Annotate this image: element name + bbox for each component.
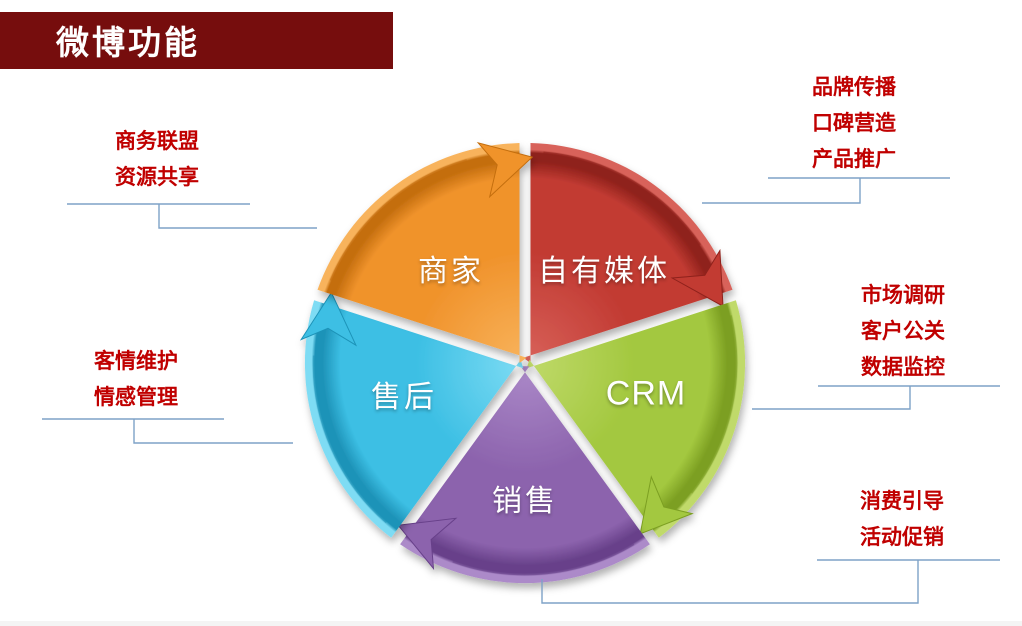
- callout-alliance: 商务联盟 资源共享: [115, 124, 199, 196]
- callout-line: 市场调研: [861, 284, 945, 307]
- callout-line: 客户公关: [861, 320, 945, 343]
- segment-label-crm: CRM: [605, 374, 687, 413]
- segment-arrow-merchant: [476, 142, 534, 199]
- title-banner: 微博功能: [0, 12, 393, 69]
- callout-line: 商务联盟: [115, 130, 199, 153]
- segment-label-sales: 销售: [492, 485, 558, 518]
- segment-arrow-own-media: [670, 248, 724, 308]
- callout-brand: 品牌传播 口碑营造 产品推广: [812, 70, 896, 178]
- callout-line: 情感管理: [94, 386, 178, 409]
- callout-line: 消费引导: [860, 490, 944, 513]
- bottom-strip: [0, 621, 1022, 626]
- callout-line: 活动促销: [860, 526, 944, 549]
- callout-line: 产品推广: [812, 148, 896, 171]
- page-title: 微博功能: [56, 23, 200, 61]
- segment-label-after-sales: 售后: [371, 381, 437, 414]
- callout-line: 数据监控: [861, 356, 945, 379]
- segment-label-merchant: 商家: [418, 255, 484, 288]
- callout-line: 品牌传播: [812, 76, 896, 99]
- callout-care: 客情维护 情感管理: [94, 344, 178, 416]
- connector-consume: [541, 560, 919, 604]
- segment-crm: [526, 300, 746, 538]
- segment-arrow-sales: [397, 517, 458, 571]
- segment-own-media: [523, 143, 733, 363]
- connector-care: [133, 419, 293, 444]
- segment-merchant: [317, 142, 534, 363]
- callout-line: 资源共享: [115, 166, 199, 189]
- connector-brand: [702, 178, 861, 204]
- callout-line: 口碑营造: [812, 112, 896, 135]
- callout-market: 市场调研 客户公关 数据监控: [861, 278, 945, 386]
- connector-market: [752, 386, 911, 410]
- segment-after-sales: [299, 291, 524, 538]
- callout-consume: 消费引导 活动促销: [860, 484, 944, 556]
- segment-sales: [397, 366, 650, 584]
- callout-line: 客情维护: [94, 350, 178, 373]
- connector-alliance: [158, 204, 317, 229]
- segment-label-own-media: 自有媒体: [538, 255, 670, 288]
- segment-arrow-crm: [639, 475, 694, 535]
- segment-arrow-after-sales: [299, 291, 358, 347]
